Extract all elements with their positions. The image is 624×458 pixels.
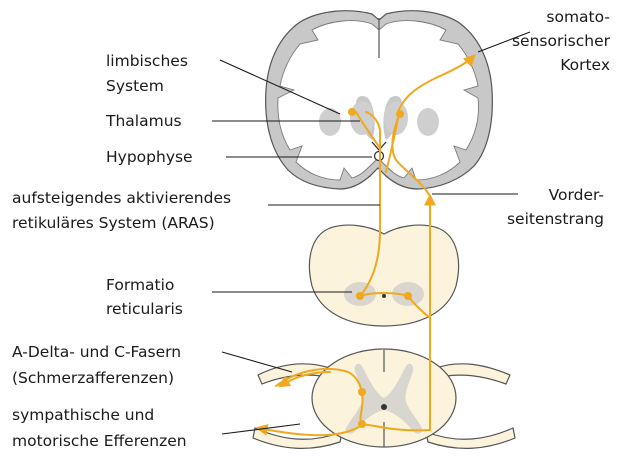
central-canal-brainstem (382, 294, 386, 298)
label-formatio-line1: Formatio (106, 276, 174, 294)
dot-formatio-left (356, 292, 364, 300)
right-ventral-root (426, 428, 515, 448)
leader-fibers (222, 352, 292, 372)
dot-thalamus (396, 110, 404, 118)
central-canal-spinal (381, 404, 387, 410)
label-cortex-line1: somato- (546, 8, 610, 26)
label-aras-line2: retikuläres System (ARAS) (12, 214, 215, 232)
dot-limbic (348, 108, 356, 116)
label-tract-line2: seitenstrang (507, 210, 604, 228)
label-thalamus: Thalamus (105, 112, 182, 130)
basal-nucleus-left (319, 108, 341, 136)
dot-spinal-ventral (358, 420, 366, 428)
label-cortex-line2: sensorischer (512, 32, 611, 50)
label-efferent-line2: motorische Efferenzen (12, 432, 187, 450)
label-formatio-line2: reticularis (106, 300, 183, 318)
label-limbic-line1: limbisches (106, 52, 188, 70)
label-tract-line1: Vorder- (549, 186, 604, 204)
label-aras-line1: aufsteigendes aktivierendes (12, 189, 231, 207)
thalamus-left (350, 101, 374, 135)
label-efferent-line1: sympathische und (12, 406, 154, 424)
left-ventral-root (253, 428, 342, 448)
basal-nucleus-right (417, 108, 439, 136)
dot-spinal-dorsal (358, 388, 366, 396)
label-fibers-line2: (Schmerzafferenzen) (12, 369, 174, 387)
label-hypophyse: Hypophyse (106, 148, 193, 166)
label-fibers-line1: A-Delta- und C-Fasern (12, 343, 181, 361)
brainstem-section (309, 225, 458, 326)
label-cortex-line3: Kortex (560, 56, 610, 74)
label-limbic-line2: System (106, 77, 164, 95)
dot-formatio-right (404, 292, 412, 300)
brainstem-outline (309, 225, 458, 326)
